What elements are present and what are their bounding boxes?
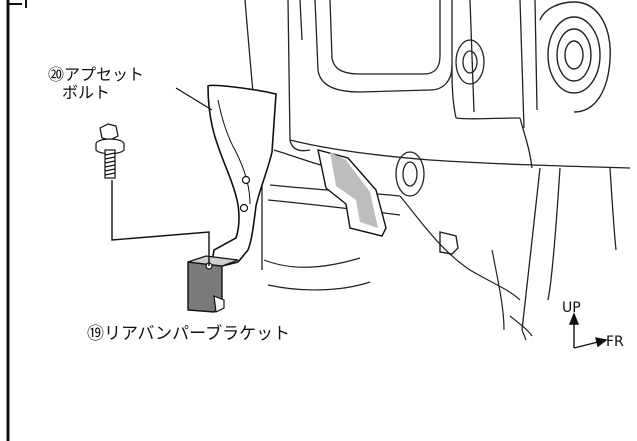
lower-structure bbox=[263, 195, 533, 341]
clip-hook bbox=[439, 231, 459, 255]
mounting-arm-edge bbox=[217, 99, 251, 205]
upset-bolt-label: ⑳アプセット ボルト bbox=[48, 65, 180, 103]
direction-indicator bbox=[568, 312, 608, 349]
arm-hole-upper bbox=[241, 175, 251, 185]
arm-hole-lower bbox=[239, 203, 249, 213]
rear-bumper-bracket-label: ⑲リアバンパーブラケット bbox=[87, 324, 291, 344]
rubber-mount-center bbox=[455, 39, 485, 85]
bracket-tab bbox=[213, 295, 225, 313]
exhaust-hanger bbox=[395, 151, 425, 197]
bolt-leader-line bbox=[111, 180, 210, 266]
upset-bolt-label-line1: ⑳アプセット bbox=[48, 65, 145, 84]
center-hanger-shadow bbox=[330, 152, 378, 228]
upset-bolt-label-line2: ボルト bbox=[62, 83, 111, 103]
bolt-label-leader bbox=[175, 87, 213, 111]
direction-front-label: FR bbox=[606, 334, 624, 350]
upset-bolt bbox=[95, 123, 125, 179]
mounting-arm bbox=[207, 84, 277, 267]
direction-up-label: UP bbox=[562, 300, 581, 316]
body-panel-lines bbox=[244, 0, 631, 331]
rubber-mount-right bbox=[539, 1, 611, 113]
